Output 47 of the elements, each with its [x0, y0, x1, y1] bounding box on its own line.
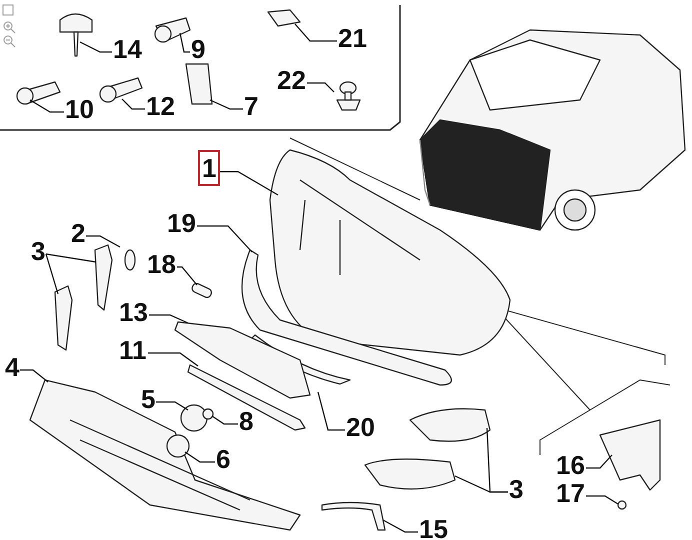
leader-line	[46, 253, 96, 263]
leader-line	[317, 392, 345, 431]
callout-number: 16	[555, 450, 586, 480]
leader-line	[294, 24, 337, 42]
callout-number: 3	[508, 474, 524, 504]
leader-line	[149, 314, 188, 324]
callout-number: 5	[140, 384, 156, 414]
leader-line	[220, 171, 278, 196]
leader-line	[179, 32, 190, 53]
callout-number: 6	[215, 444, 232, 474]
callout-number: 13	[118, 297, 149, 327]
leader-line	[86, 235, 120, 248]
callout-number: 18	[146, 249, 177, 279]
callout-number: 2	[70, 218, 86, 248]
leader-line	[184, 452, 215, 463]
callout-number: 9	[190, 34, 206, 64]
callout-number: 21	[337, 23, 368, 53]
leader-line	[20, 369, 48, 382]
leader-line	[80, 41, 112, 53]
leader-line	[45, 254, 59, 294]
callout-number: 17	[555, 478, 586, 508]
leader-line	[197, 225, 252, 252]
leader-line	[586, 454, 612, 469]
callout-number: 8	[238, 406, 254, 436]
callout-number: 7	[243, 91, 260, 121]
callout-number: 19	[166, 208, 197, 238]
callout-number: 11	[118, 335, 148, 365]
leader-line	[382, 519, 418, 533]
callout-number: 22	[276, 65, 307, 95]
leader-line	[156, 401, 188, 411]
leader-line	[148, 352, 198, 366]
callout-number: 1	[198, 150, 220, 186]
leader-line	[586, 495, 618, 505]
callout-number: 15	[418, 514, 449, 540]
leader-line	[212, 416, 238, 425]
callout-number: 20	[345, 412, 376, 442]
leader-line	[454, 475, 508, 493]
callout-number: 3	[30, 236, 46, 266]
leader-line	[30, 99, 64, 113]
callout-number: 10	[64, 94, 95, 124]
leader-line	[177, 266, 198, 286]
leader-line	[307, 82, 334, 92]
callout-number: 12	[145, 91, 176, 121]
leader-line	[122, 98, 145, 110]
callout-number: 14	[112, 34, 143, 64]
callout-number: 4	[4, 352, 20, 382]
leader-line	[210, 99, 243, 110]
